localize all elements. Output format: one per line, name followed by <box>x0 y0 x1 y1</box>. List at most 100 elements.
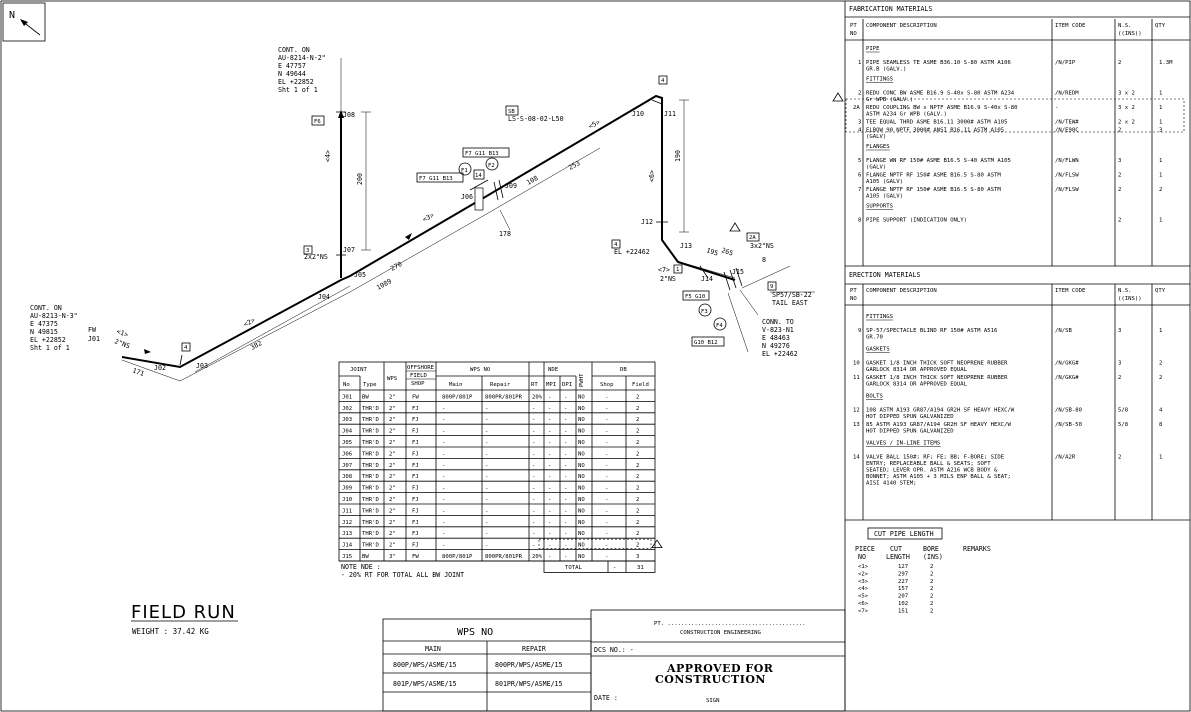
svg-text:DATE :: DATE : <box>594 694 618 702</box>
svg-text:FABRICATION MATERIALS: FABRICATION MATERIALS <box>849 5 932 13</box>
svg-text:-: - <box>442 429 445 435</box>
svg-text:2: 2 <box>1118 375 1121 381</box>
section-heading: SUPPORTS <box>866 204 893 210</box>
joint-label: J08 <box>343 111 355 119</box>
svg-text:20%: 20% <box>532 554 543 560</box>
svg-text:Repair: Repair <box>490 382 511 388</box>
svg-text:-: - <box>532 474 535 480</box>
svg-text:12: 12 <box>853 408 860 414</box>
svg-text:J14: J14 <box>342 543 353 549</box>
svg-text:-: - <box>442 417 445 423</box>
svg-text:Field: Field <box>632 382 649 388</box>
svg-text:-: - <box>564 451 567 457</box>
svg-text:-: - <box>564 474 567 480</box>
svg-text:EL +22852: EL +22852 <box>278 78 314 86</box>
svg-text:3": 3" <box>389 554 396 560</box>
svg-text:REDU COUPLING BW x NPTF ASME B: REDU COUPLING BW x NPTF ASME B16.9 S-40x… <box>866 105 1018 111</box>
svg-text:-: - <box>605 508 608 514</box>
svg-text:CONSTRUCTION ENGINEERING: CONSTRUCTION ENGINEERING <box>680 630 761 636</box>
svg-text:2: 2 <box>930 594 933 600</box>
svg-text:-: - <box>548 474 551 480</box>
svg-text:THR'D: THR'D <box>362 451 379 457</box>
svg-text:NO: NO <box>578 474 585 480</box>
svg-text:THR'D: THR'D <box>362 417 379 423</box>
svg-text:<4>: <4> <box>324 150 332 162</box>
svg-text:2: 2 <box>930 579 933 585</box>
svg-text:FJ: FJ <box>412 508 419 514</box>
approval-box: PT. ....................................… <box>590 609 846 712</box>
svg-text:MAIN: MAIN <box>425 645 441 653</box>
joint-label: J01 <box>88 335 100 343</box>
svg-text:2": 2" <box>389 486 396 492</box>
svg-text:<3>: <3> <box>421 211 435 224</box>
svg-text:OFFSHORE: OFFSHORE <box>407 365 435 371</box>
svg-text:-: - <box>532 497 535 503</box>
svg-text:NO: NO <box>578 520 585 526</box>
svg-text:-: - <box>605 429 608 435</box>
svg-text:CONT. ON: CONT. ON <box>30 304 62 312</box>
svg-text:HOT DIPPED SPUN GALVANIZED: HOT DIPPED SPUN GALVANIZED <box>866 429 954 435</box>
svg-text:-: - <box>442 520 445 526</box>
svg-text:((INS)): ((INS)) <box>1118 296 1142 302</box>
svg-text:FJ: FJ <box>412 417 419 423</box>
svg-text:3: 3 <box>1159 128 1162 134</box>
svg-text:1: 1 <box>858 60 861 66</box>
svg-text:-: - <box>605 463 608 469</box>
svg-text:-: - <box>548 554 551 560</box>
svg-text:ENTRY; REPLACEABLE BALL & SEAT: ENTRY; REPLACEABLE BALL & SEATS; SOFT <box>866 461 991 467</box>
svg-text:COMPONENT DESCRIPTION: COMPONENT DESCRIPTION <box>866 23 937 29</box>
svg-text:/N/GKG#: /N/GKG# <box>1055 361 1079 367</box>
svg-text:800P/801P: 800P/801P <box>442 394 473 400</box>
svg-text:2": 2" <box>389 474 396 480</box>
svg-text:BORE: BORE <box>923 545 939 553</box>
svg-text:(GALV): (GALV) <box>866 134 886 140</box>
svg-text:NO: NO <box>578 486 585 492</box>
svg-text:GASKET 1/8 INCH THICK SOFT NE: GASKET 1/8 INCH THICK SOFT NEOPRENE RUBB… <box>866 375 1008 381</box>
svg-text:3: 3 <box>1118 361 1121 367</box>
total-field: 31 <box>637 565 644 571</box>
svg-text:3x2"NS: 3x2"NS <box>750 242 774 250</box>
svg-text:Gr WPB (GALV.): Gr WPB (GALV.) <box>866 97 913 103</box>
svg-text:LENGTH: LENGTH <box>886 553 910 561</box>
svg-text:2: 2 <box>1159 375 1162 381</box>
svg-text:3: 3 <box>306 248 309 254</box>
svg-text:J03: J03 <box>342 417 352 423</box>
svg-text:2: 2 <box>1159 361 1162 367</box>
svg-text:1: 1 <box>1159 158 1162 164</box>
svg-text:-: - <box>532 543 535 549</box>
svg-text:FLANGE NPTF RF 150# ASME B16.5: FLANGE NPTF RF 150# ASME B16.5 S-80 ASTM <box>866 173 1001 179</box>
svg-text:9: 9 <box>858 328 861 334</box>
svg-text:Type: Type <box>363 382 377 388</box>
svg-text:A105 (GALV): A105 (GALV) <box>866 194 903 200</box>
svg-text:178: 178 <box>499 230 511 238</box>
svg-text:2": 2" <box>389 531 396 537</box>
svg-text:<1>: <1> <box>115 327 129 339</box>
svg-text:FLANGE NPTF RF 150# ASME B16.5: FLANGE NPTF RF 150# ASME B16.5 S-80 ASTM <box>866 187 1001 193</box>
revision-triangle-icon <box>832 92 844 102</box>
valve-body <box>474 187 484 211</box>
svg-text:-: - <box>485 406 488 412</box>
svg-text:2": 2" <box>389 440 396 446</box>
svg-text:-: - <box>605 451 608 457</box>
svg-text:RT: RT <box>531 382 538 388</box>
svg-text:-: - <box>532 429 535 435</box>
revision-triangle-icon <box>729 222 741 232</box>
svg-text:2x2"NS: 2x2"NS <box>304 253 328 261</box>
svg-text:AU-8213-N-3": AU-8213-N-3" <box>30 312 78 320</box>
svg-text:FW: FW <box>412 554 419 560</box>
svg-text:297: 297 <box>898 571 908 577</box>
north-arrow-icon <box>20 19 28 26</box>
svg-text:SP-57/SPECTACLE BLIND RF 150#: SP-57/SPECTACLE BLIND RF 150# ASTM A516 <box>866 328 997 334</box>
svg-text:1: 1 <box>1159 91 1162 97</box>
svg-text:E 48463: E 48463 <box>762 334 790 342</box>
svg-text:190: 190 <box>674 150 682 162</box>
